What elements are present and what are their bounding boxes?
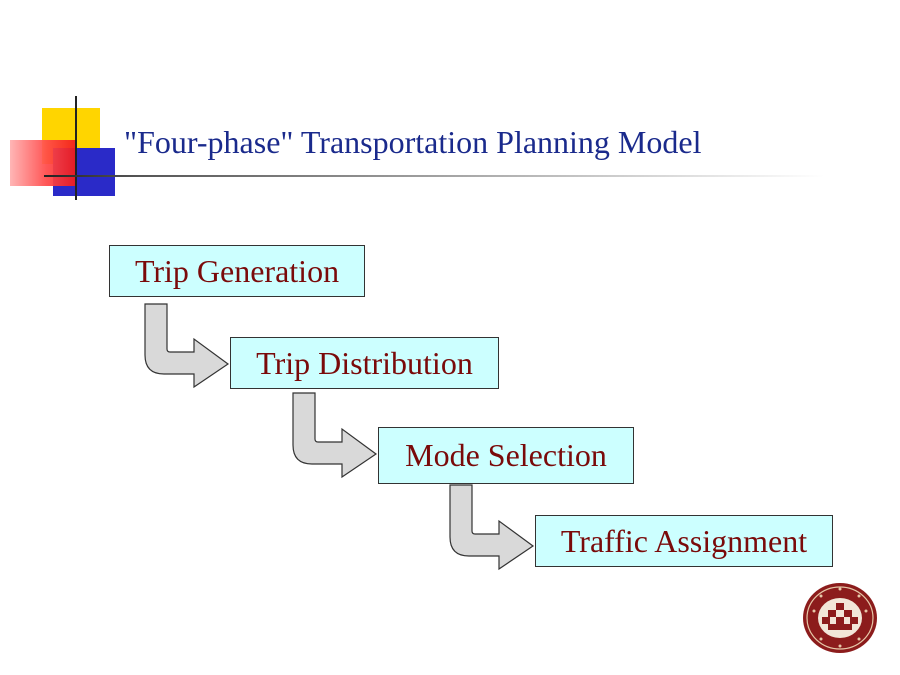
- arrow-icon-1-to-2: [144, 303, 230, 389]
- university-seal-icon: [803, 583, 877, 653]
- title-decoration-vertical-line: [75, 96, 77, 200]
- title-underline: [44, 175, 824, 177]
- step-box-traffic-assignment: Traffic Assignment: [535, 515, 833, 567]
- step-box-mode-selection: Mode Selection: [378, 427, 634, 484]
- arrow-icon-3-to-4: [449, 484, 535, 571]
- slide-title: "Four-phase" Transportation Planning Mod…: [124, 124, 702, 160]
- step-label: Traffic Assignment: [560, 522, 808, 559]
- step-label: Mode Selection: [405, 437, 607, 473]
- arrow-icon-2-to-3: [292, 392, 378, 479]
- title-decoration-red-square: [10, 140, 76, 186]
- step-box-trip-distribution: Trip Distribution: [230, 337, 499, 389]
- step-label: Trip Generation: [134, 252, 340, 289]
- step-box-trip-generation: Trip Generation: [109, 245, 365, 297]
- step-label: Trip Distribution: [256, 344, 473, 381]
